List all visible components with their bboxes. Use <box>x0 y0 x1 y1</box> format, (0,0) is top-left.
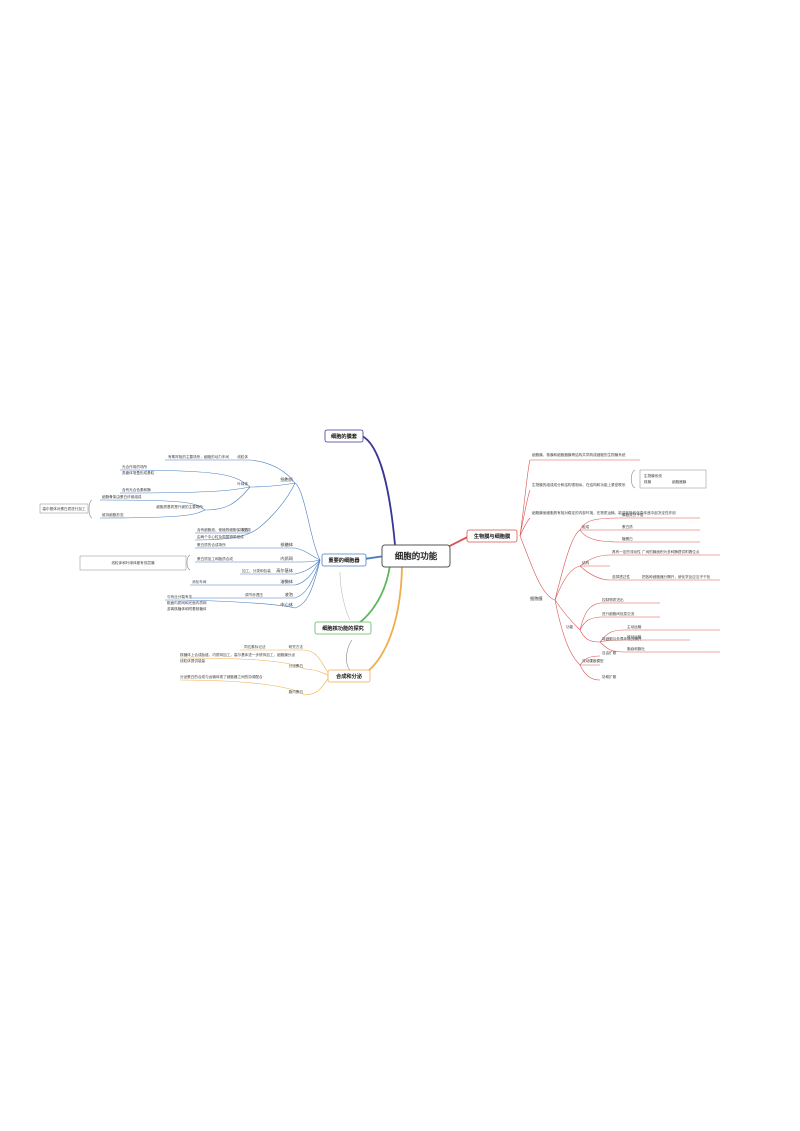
connector-line <box>339 571 351 621</box>
main-label-b2: 重要的细胞器 <box>328 556 360 564</box>
func-golgi: 加工、分类和包装 <box>242 568 271 573</box>
mem-c2: 结构 <box>582 560 590 565</box>
label-vac: 液泡 <box>285 591 294 598</box>
membrane-note-2: 核膜 <box>644 479 652 484</box>
mem-n5: 把各种细胞器分隔开，使化学反应互不干扰 <box>642 574 711 579</box>
func-centro: 与有丝分裂有关 <box>167 594 193 599</box>
note-centro2: 由两个中心粒及周围物质组成 <box>197 534 244 539</box>
func-vac: 调节渗透压 <box>245 592 263 597</box>
syn-note-4: 分泌蛋白的合成与运输体现了细胞器之间的协调配合 <box>180 674 263 679</box>
main-label-b1: 细胞的膜套 <box>331 432 358 440</box>
func-ribo: 蛋白质的合成场所 <box>197 542 226 547</box>
outer-note-2-text: 线粒体和叶绿体都有双层膜 <box>111 560 155 565</box>
outer-note-2: 线粒体和叶绿体都有双层膜 <box>79 555 187 571</box>
blue-subtree <box>99 459 321 609</box>
syn-label-3: 胞内蛋白 <box>289 689 304 694</box>
label-cyto-sub: 细胞质基质是代谢的主要场所 <box>156 504 203 509</box>
mem-n4: 广阔的膜面积为多种酶提供附着位点 <box>642 549 700 554</box>
mem-c7: 糖蛋白 <box>622 536 633 541</box>
note-chloro3: 含有光合色素和酶 <box>122 487 151 492</box>
note-ribo2: 游离核糖体和附着核糖体 <box>167 606 207 611</box>
label-chloro: 叶绿体 <box>237 481 248 486</box>
mem-c6: 蛋白质 <box>622 524 633 529</box>
membrane-note-box: 生物膜系统 核膜 细胞器膜 <box>639 469 707 489</box>
mem-note-1: 细胞膜、核膜和细胞器膜等结构共同构成细胞的生物膜系统 <box>532 452 626 457</box>
syn-note-2: 核糖体上合成肽链，内质网加工，高尔基体进一步修饰加工，细胞膜分泌 <box>180 652 295 657</box>
main-node-b4[interactable]: 合成和分泌 <box>327 669 371 683</box>
blue-labels: 细胞质 核糖体 内质网 高尔基体 溶酶体 液泡 中心体 线粒体 叶绿体 液泡 有… <box>102 454 294 611</box>
label-mito: 线粒体 <box>237 454 248 459</box>
label-cyto: 细胞质 <box>280 476 293 483</box>
note-mito1: 有氧呼吸的主要场所，细胞的动力车间 <box>168 454 229 459</box>
label-golgi: 高尔基体 <box>276 567 294 574</box>
mem-label-cm: 细胞膜 <box>530 595 543 602</box>
func-er: 蛋白质加工和脂质合成 <box>197 556 233 561</box>
mem-c10: 将细胞与外界环境分隔开 <box>602 636 642 641</box>
mem-c14: 被动运输 <box>627 634 642 639</box>
syn-note-1: 同位素标记法 <box>244 644 266 649</box>
main-label-b5: 生物膜与细胞膜 <box>474 532 511 540</box>
main-label-b4: 合成和分泌 <box>336 672 363 680</box>
label-lyso: 溶酶体 <box>280 578 293 585</box>
outer-note-1-text: 高尔基体对蛋白质进行加工 <box>42 506 86 511</box>
label-centro: 中心体 <box>280 601 293 608</box>
main-node-b2[interactable]: 重要的细胞器 <box>321 553 367 567</box>
note-er2: 粗面内质网和光面内质网 <box>167 600 207 605</box>
mem-c3: 功能 <box>566 624 574 629</box>
bracket-outer-note <box>88 499 93 519</box>
membrane-note-3: 细胞器膜 <box>672 479 687 484</box>
note-cyto3: 细胞骨架由蛋白纤维组成 <box>102 494 142 499</box>
mem-note-3: 细胞膜使细胞具有相对稳定的内部环境，在物质运输、能量转换和信息传递中起决定性作用 <box>532 510 676 515</box>
center-node[interactable]: 细胞的功能 <box>381 544 451 568</box>
mem-c11: 具有一定的流动性 <box>612 549 641 554</box>
mem-c1: 组成 <box>582 524 590 529</box>
main-node-b3[interactable]: 细胞核功能的探究 <box>314 621 372 635</box>
syn-note-3: 线粒体提供能量 <box>180 658 206 663</box>
bracket-membrane <box>630 469 636 489</box>
mem-c5: 磷脂双分子层 <box>622 512 644 517</box>
mem-c15: 胞吞和胞吐 <box>627 646 645 651</box>
label-ribo: 核糖体 <box>280 541 293 548</box>
note-vac2: 含有细胞液，使植物细胞保持坚挺 <box>197 527 251 532</box>
red-labels: 细胞膜、核膜和细胞器膜等结构共同构成细胞的生物膜系统 生物膜的组成成分和结构很相… <box>530 452 711 679</box>
main-node-b5[interactable]: 生物膜与细胞膜 <box>466 529 518 543</box>
mem-note-2: 生物膜的组成成分和结构很相似，在结构和功能上紧密联系 <box>532 482 626 487</box>
note-chloro1: 光合作用的场所 <box>122 464 148 469</box>
orange-labels: 研究方法 分泌蛋白 胞内蛋白 同位素标记法 核糖体上合成肽链，内质网加工，高尔基… <box>180 644 303 694</box>
mem-c12: 选择透过性 <box>612 574 630 579</box>
center-title: 细胞的功能 <box>395 551 438 562</box>
main-node-b1[interactable]: 细胞的膜套 <box>324 429 364 443</box>
outer-note-1: 高尔基体对蛋白质进行加工 <box>39 503 89 514</box>
label-vac2: 液泡 <box>241 527 249 532</box>
connector-arrow <box>346 639 353 671</box>
func-lyso: 消化车间 <box>192 579 207 584</box>
syn-label-2: 分泌蛋白 <box>289 663 304 668</box>
mem-c8: 控制物质进出 <box>602 597 624 602</box>
mem-c17: 协助扩散 <box>602 674 617 679</box>
note-chloro2: 类囊体堆叠形成基粒 <box>122 470 155 475</box>
mem-c9: 进行细胞间信息交流 <box>602 611 635 616</box>
mem-c4: 流动镶嵌模型 <box>582 658 604 663</box>
bracket-outer-note2 <box>186 554 191 571</box>
syn-label-1: 研究方法 <box>289 644 304 649</box>
mem-c16: 自由扩散 <box>602 650 617 655</box>
main-label-b3: 细胞核功能的探究 <box>322 624 364 632</box>
membrane-note-1: 生物膜系统 <box>644 473 662 478</box>
mem-c13: 主动运输 <box>627 624 642 629</box>
label-er: 内质网 <box>280 555 293 562</box>
note-cyto4: 维持细胞形态 <box>102 512 124 517</box>
red-subtree <box>519 459 720 681</box>
